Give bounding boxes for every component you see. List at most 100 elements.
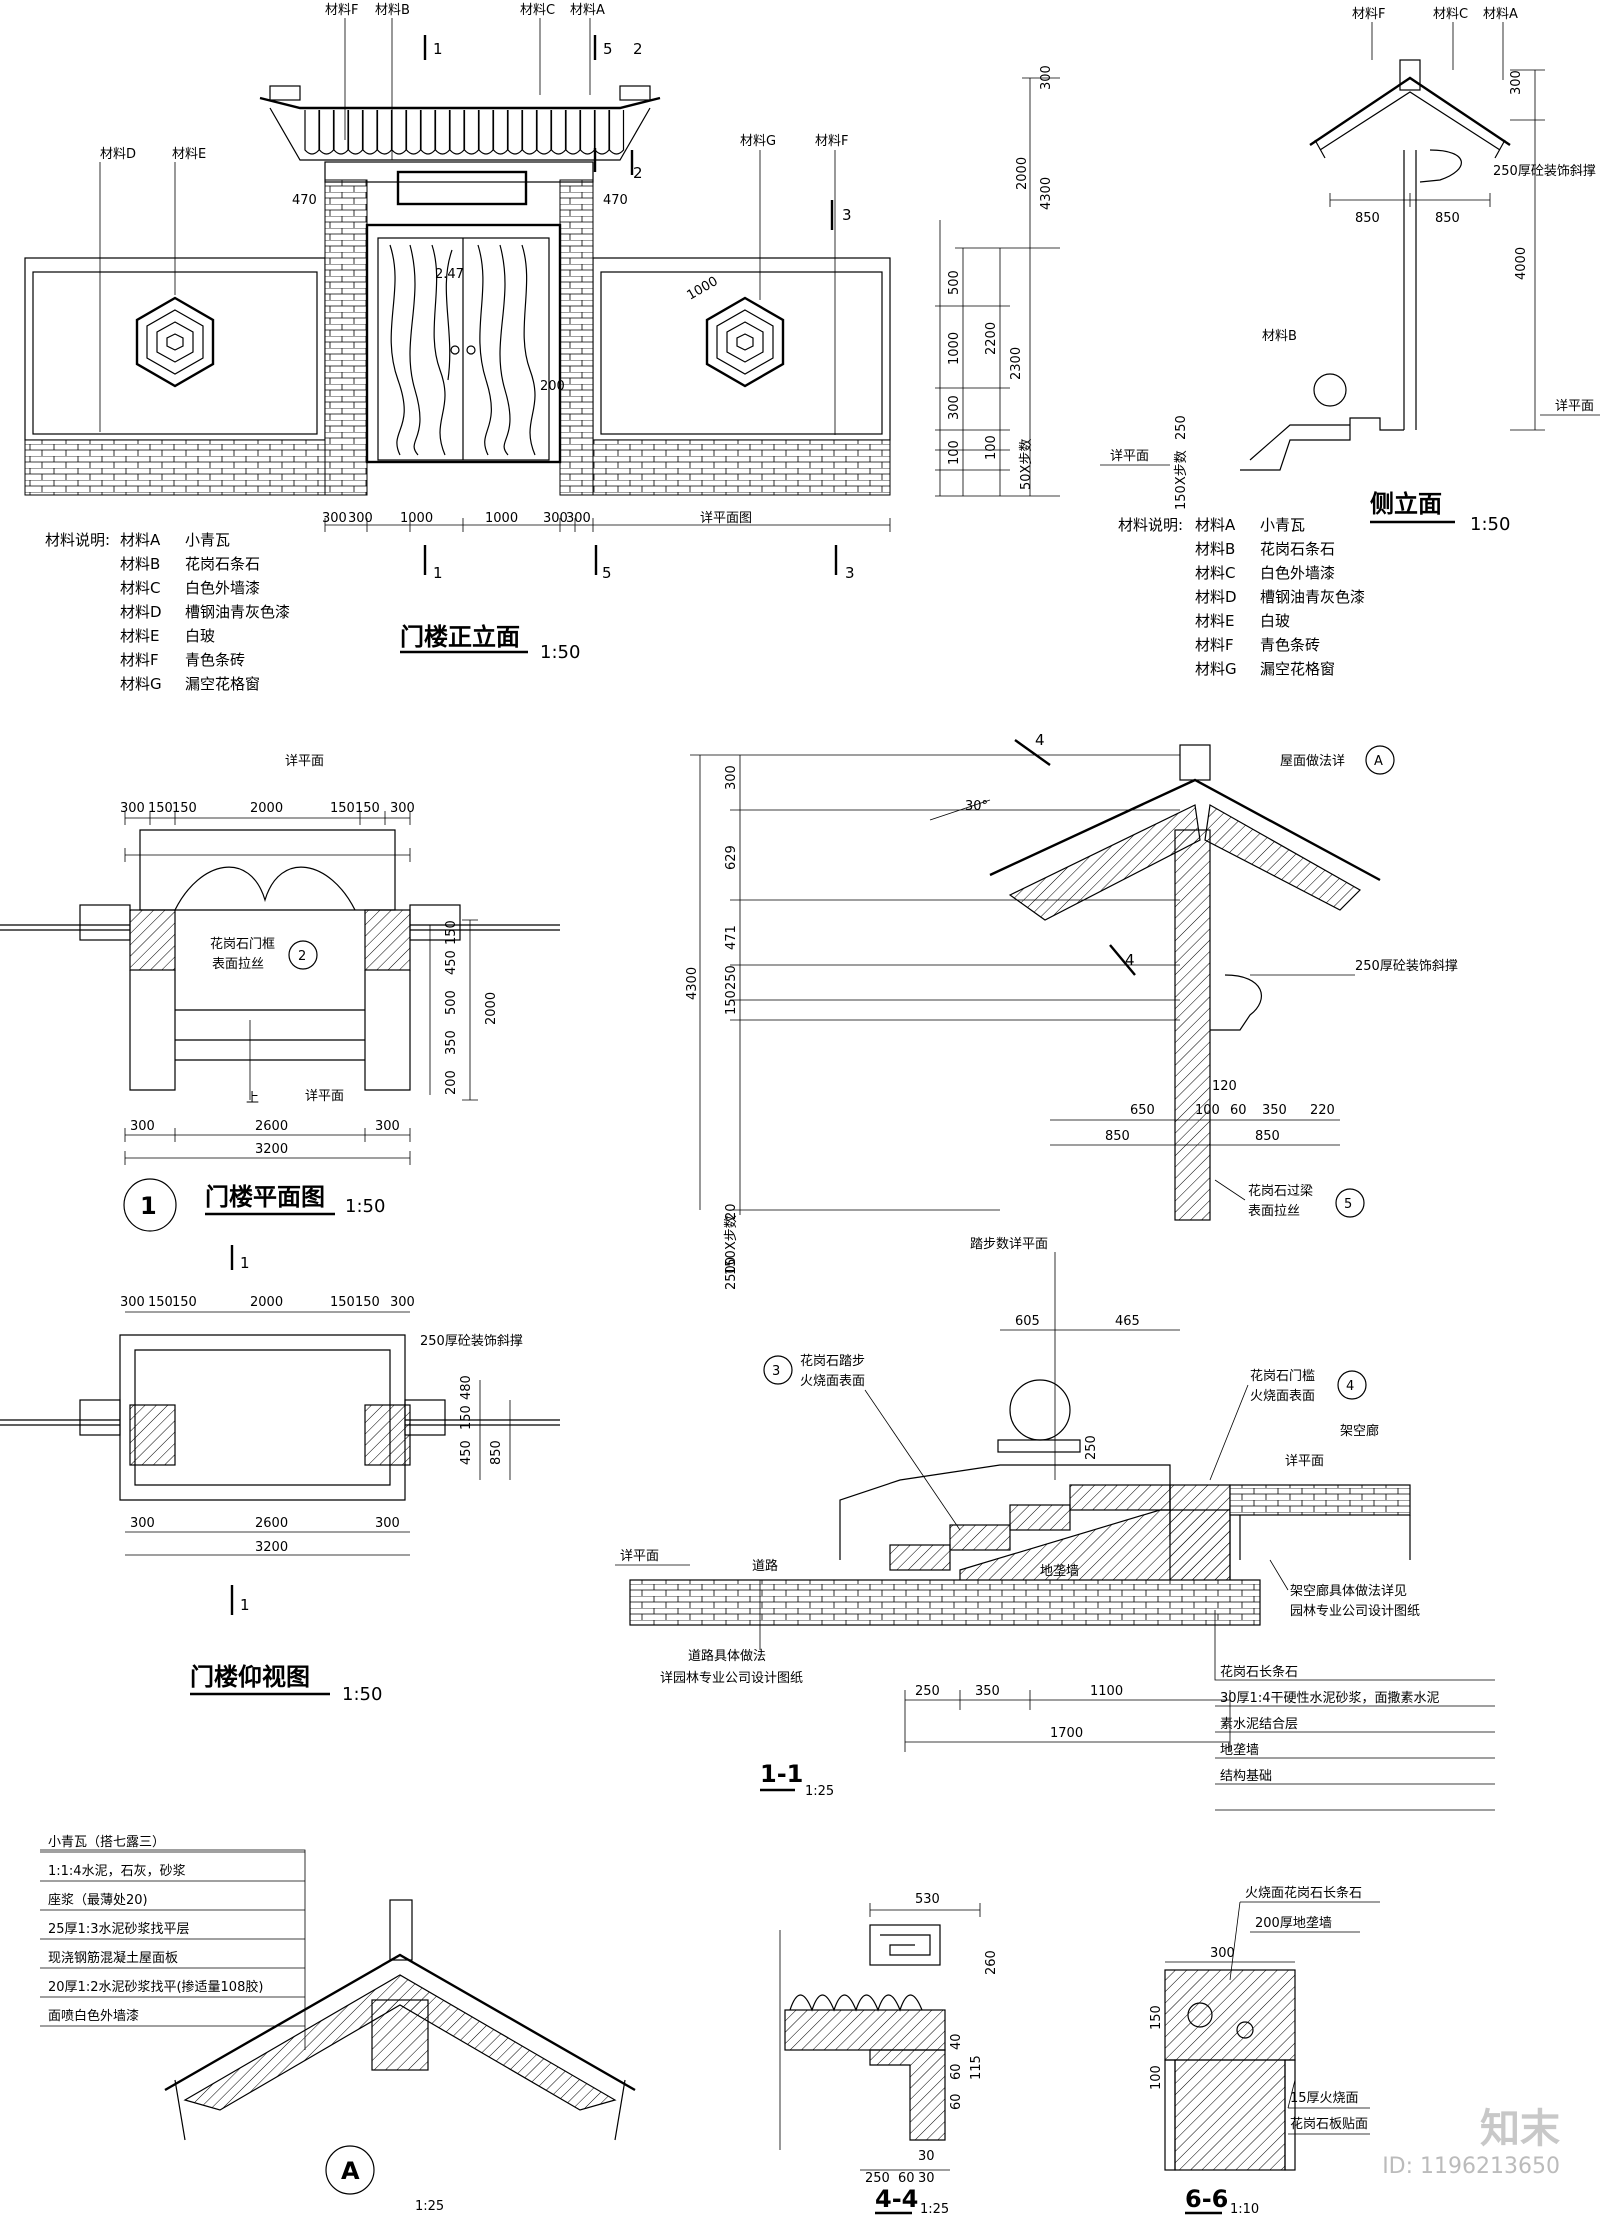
roof-tile [405,110,422,155]
svg-text:架空廊: 架空廊 [1340,1423,1379,1439]
roof-layer: 座浆（最薄处20) [48,1893,148,1908]
svg-text:材料A: 材料A [1483,7,1518,22]
legend-desc-side: 白玻 [1260,612,1290,630]
legend-key-side: 材料C [1195,564,1235,582]
svg-text:材料说明:: 材料说明: [1118,516,1183,534]
svg-text:材料C: 材料C [1433,7,1468,22]
svg-text:629: 629 [724,845,739,870]
watermark-logo: 知末 [1480,2106,1560,2152]
svg-text:150: 150 [1149,2005,1164,2030]
svg-text:花岗石门槛: 花岗石门槛 [1250,1368,1315,1384]
roof-layer: 小青瓦（搭七露三） [48,1834,165,1850]
svg-text:300: 300 [375,1119,400,1134]
svg-text:100: 100 [1149,2065,1164,2090]
svg-text:350: 350 [1262,1103,1287,1118]
svg-text:2200: 2200 [984,322,999,355]
svg-text:150: 150 [724,990,739,1015]
svg-text:踏步数详平面: 踏步数详平面 [970,1237,1048,1252]
svg-text:260: 260 [984,1950,999,1975]
svg-text:200厚地垄墙: 200厚地垄墙 [1255,1916,1332,1931]
svg-text:A: A [1374,754,1383,769]
legend-desc-side: 小青瓦 [1260,516,1305,534]
svg-text:200: 200 [540,379,565,394]
svg-text:150: 150 [148,801,173,816]
svg-text:300: 300 [1509,70,1524,95]
svg-text:450: 450 [444,950,459,975]
front-elevation: 材料F 材料B 材料C 材料A 材料D 材料E 材料G 材料F 1 5 2 2 … [24,3,1060,663]
svg-text:300: 300 [390,1295,415,1310]
layer-callout: 素水泥结合层 [1220,1717,1298,1732]
svg-text:100: 100 [1195,1103,1220,1118]
svg-text:1:50: 1:50 [540,642,580,663]
svg-text:300: 300 [348,511,373,526]
legend-desc: 青色条砖 [185,651,245,669]
soffit-title: 门楼仰视图 [190,1663,310,1691]
legend-key: 材料E [120,627,159,645]
svg-text:3: 3 [772,1364,780,1379]
svg-text:500: 500 [947,270,962,295]
roof-tile [391,110,407,155]
legend-key-side: 材料F [1195,636,1234,654]
roof-tile [449,110,465,155]
svg-text:300: 300 [322,511,347,526]
watermark-id: ID: 1196213650 [1382,2154,1560,2179]
svg-text:1:50: 1:50 [342,1684,382,1705]
svg-text:300: 300 [1210,1946,1235,1961]
svg-text:详平面: 详平面 [1285,1454,1324,1469]
svg-text:详平面图: 详平面图 [700,511,752,526]
svg-text:250: 250 [1174,415,1189,440]
roof-tile [376,110,393,155]
name-plaque [396,170,528,206]
svg-text:园林专业公司设计图纸: 园林专业公司设计图纸 [1290,1604,1420,1619]
svg-text:2500: 2500 [724,1257,739,1290]
svg-text:详平面: 详平面 [1555,399,1594,414]
layer-callout: 花岗石长条石 [1220,1664,1298,1680]
legend-desc: 花岗石条石 [185,555,260,573]
svg-text:40: 40 [949,2033,964,2050]
roof-tile [333,110,349,155]
svg-text:470: 470 [603,193,628,208]
svg-text:1: 1 [140,1192,157,1220]
layer-callout: 30厚1:4干硬性水泥砂浆，面撒素水泥 [1220,1690,1439,1706]
section-4-title: 4-4 [875,2185,918,2213]
svg-text:150: 150 [355,801,380,816]
svg-text:500: 500 [444,990,459,1015]
label-mat-f: 材料F [325,3,358,18]
legend-desc-side: 槽钢油青灰色漆 [1260,588,1365,606]
svg-text:4: 4 [1035,731,1045,749]
svg-text:2000: 2000 [250,1295,283,1310]
svg-text:300: 300 [130,1516,155,1531]
hexagon-window-left [135,296,215,388]
roof-tile [594,110,610,155]
svg-text:2600: 2600 [255,1516,288,1531]
svg-text:4300: 4300 [1039,177,1054,210]
legend-key: 材料D [120,603,162,621]
layer-callout: 结构基础 [1220,1769,1272,1784]
roof-tile [434,110,451,155]
roof-tile [608,110,625,155]
svg-text:300: 300 [543,511,568,526]
label-mat-f-2: 材料F [815,134,848,149]
svg-text:花岗石门框: 花岗石门框 [210,936,275,952]
svg-text:115: 115 [969,2055,984,2080]
svg-text:表面拉丝: 表面拉丝 [212,957,264,972]
svg-text:250: 250 [724,965,739,990]
hexagon-window-right [705,296,785,388]
svg-text:2: 2 [633,40,643,58]
svg-text:300: 300 [724,765,739,790]
svg-text:250: 250 [865,2171,890,2186]
svg-text:100: 100 [947,440,962,465]
soffit-view: 1 1 300 150 150 2000 150 150 300 250厚砼装饰… [0,1245,560,1705]
svg-text:道路: 道路 [752,1558,778,1574]
svg-text:2.47: 2.47 [435,267,464,282]
svg-text:20: 20 [724,1203,739,1220]
svg-text:1: 1 [240,1254,250,1272]
svg-text:150: 150 [355,1295,380,1310]
svg-text:350: 350 [444,1030,459,1055]
roof-layer: 现浇钢筋混凝土屋面板 [48,1950,178,1966]
label-mat-a: 材料A [570,3,605,18]
svg-text:300: 300 [390,801,415,816]
svg-text:850: 850 [1255,1129,1280,1144]
